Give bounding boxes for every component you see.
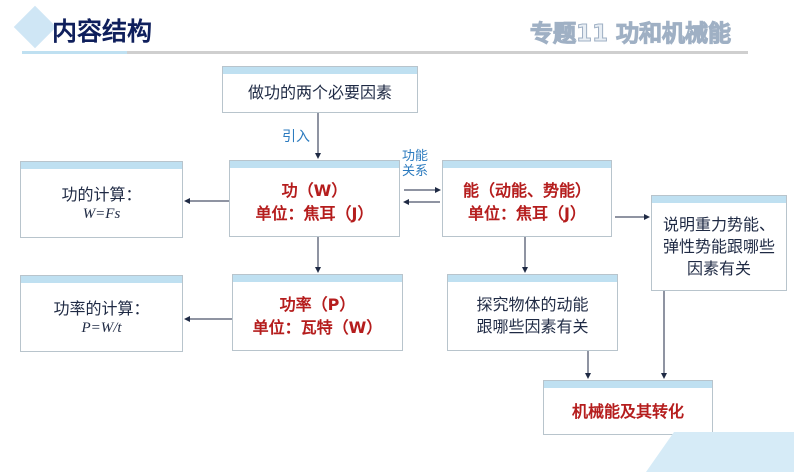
kinetic-line2: 跟哪些因素有关 <box>476 317 589 336</box>
box-potential: 说明重力势能、 弹性势能跟哪些 因素有关 <box>651 195 787 291</box>
energy-title: 能（动能、势能） <box>462 181 591 200</box>
work-formula: W=Fs <box>82 205 121 222</box>
work-calc-title: 功的计算： <box>61 184 142 204</box>
power-calc-title: 功率的计算： <box>53 298 150 318</box>
relation-label-line2: 关系 <box>402 164 429 179</box>
mechanical-title: 机械能及其转化 <box>571 401 684 421</box>
box-text: 做功的两个必要因素 <box>247 83 392 102</box>
topic-title: 专题11 功和机械能 <box>529 21 732 48</box>
potential-line1: 说明重力势能、 <box>662 214 775 234</box>
potential-line3: 因素有关 <box>686 258 751 278</box>
relation-label-line1: 功能 <box>402 149 429 164</box>
box-work: 功（W） 单位：焦耳（J） <box>229 160 400 237</box>
box-work-factors: 做功的两个必要因素 <box>222 66 418 113</box>
page-title: 内容结构 <box>52 17 153 46</box>
relation-label: 功能 关系 <box>402 149 428 179</box>
potential-line2: 弹性势能跟哪些 <box>662 236 775 256</box>
energy-unit: 单位：焦耳（J） <box>468 204 586 223</box>
box-power: 功率（P） 单位：瓦特（W） <box>232 274 403 351</box>
power-formula: P=W/t <box>81 319 122 336</box>
power-unit: 单位：瓦特（W） <box>252 318 383 337</box>
intro-label: 引入 <box>282 129 310 145</box>
header-divider-accent <box>22 51 127 54</box>
connector-arrows <box>184 113 667 379</box>
box-mechanical-energy: 机械能及其转化 <box>543 380 713 435</box>
work-unit: 单位：焦耳（J） <box>255 204 374 223</box>
box-work-calc: 功的计算： W=Fs <box>20 161 183 238</box>
work-title: 功（W） <box>281 181 348 200</box>
header-divider <box>22 51 748 54</box>
box-energy: 能（动能、势能） 单位：焦耳（J） <box>442 160 612 237</box>
kinetic-line1: 探究物体的动能 <box>476 295 589 314</box>
power-title: 功率（P） <box>279 295 356 314</box>
box-kinetic: 探究物体的动能 跟哪些因素有关 <box>447 274 618 351</box>
box-power-calc: 功率的计算： P=W/t <box>20 275 183 352</box>
